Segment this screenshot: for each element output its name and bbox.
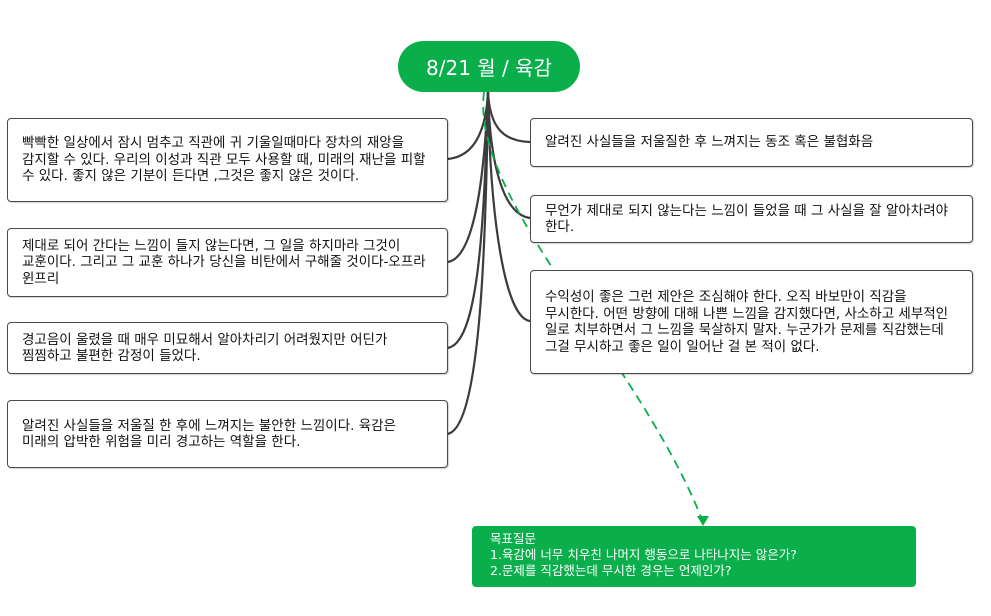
topic-right-3[interactable]: 수익성이 좋은 그런 제안은 조심해야 한다. 오직 바보만이 직감을 무시한다…	[530, 270, 973, 374]
topic-left-2[interactable]: 제대로 되어 간다는 느낌이 들지 않는다면, 그 일을 하지마라 그것이 교훈…	[7, 228, 448, 297]
connector-left-4	[445, 90, 490, 436]
central-topic[interactable]: 8/21 월 / 육감	[398, 41, 580, 92]
topic-text: 알려진 사실들을 저울질 한 후에 느껴지는 불안한 느낌이다. 육감은 미래의…	[22, 417, 396, 451]
topic-text: 수익성이 좋은 그런 제안은 조심해야 한다. 오직 바보만이 직감을 무시한다…	[545, 289, 949, 355]
topic-text: 빡빡한 일상에서 잠시 멈추고 직관에 귀 기울일때마다 장차의 재앙을 감지할…	[22, 135, 426, 185]
topic-left-1[interactable]: 빡빡한 일상에서 잠시 멈추고 직관에 귀 기울일때마다 장차의 재앙을 감지할…	[7, 118, 448, 202]
central-topic-label: 8/21 월 / 육감	[426, 56, 552, 80]
topic-left-4[interactable]: 알려진 사실들을 저울질 한 후에 느껴지는 불안한 느낌이다. 육감은 미래의…	[7, 400, 448, 468]
goal-question-1: 1.육감에 너무 치우친 나머지 행동으로 나타나지는 않은가?	[490, 547, 797, 562]
connector-left-1	[445, 90, 490, 161]
goal-title: 목표질문	[490, 531, 537, 546]
topic-text: 제대로 되어 간다는 느낌이 들지 않는다면, 그 일을 하지마라 그것이 교훈…	[22, 237, 426, 287]
goal-question-2: 2.문제를 직감했는데 무시한 경우는 언제인가?	[490, 563, 732, 578]
connector-right-3	[486, 90, 532, 323]
connector-left-2	[445, 90, 490, 264]
topic-text: 경고음이 울렸을 때 매우 미묘해서 알아차리기 어려웠지만 어딘가 찜찜하고 …	[22, 331, 388, 365]
topic-left-3[interactable]: 경고음이 울렸을 때 매우 미묘해서 알아차리기 어려웠지만 어딘가 찜찜하고 …	[7, 322, 448, 374]
goal-questions-box[interactable]: 목표질문 1.육감에 너무 치우친 나머지 행동으로 나타나지는 않은가? 2.…	[472, 526, 916, 587]
arrowhead-icon	[697, 516, 709, 526]
topic-text: 알려진 사실들을 저울질한 후 느껴지는 동조 혹은 불협화음	[545, 134, 874, 151]
topic-text: 무언가 제대로 되지 않는다는 느낌이 들었을 때 그 사실을 잘 알아차려야 …	[545, 202, 949, 236]
connector-right-2	[486, 90, 532, 220]
topic-right-1[interactable]: 알려진 사실들을 저울질한 후 느껴지는 동조 혹은 불협화음	[530, 118, 973, 167]
topic-right-2[interactable]: 무언가 제대로 되지 않는다는 느낌이 들었을 때 그 사실을 잘 알아차려야 …	[530, 195, 973, 243]
connector-left-3	[445, 90, 490, 350]
connector-right-1	[486, 90, 532, 144]
